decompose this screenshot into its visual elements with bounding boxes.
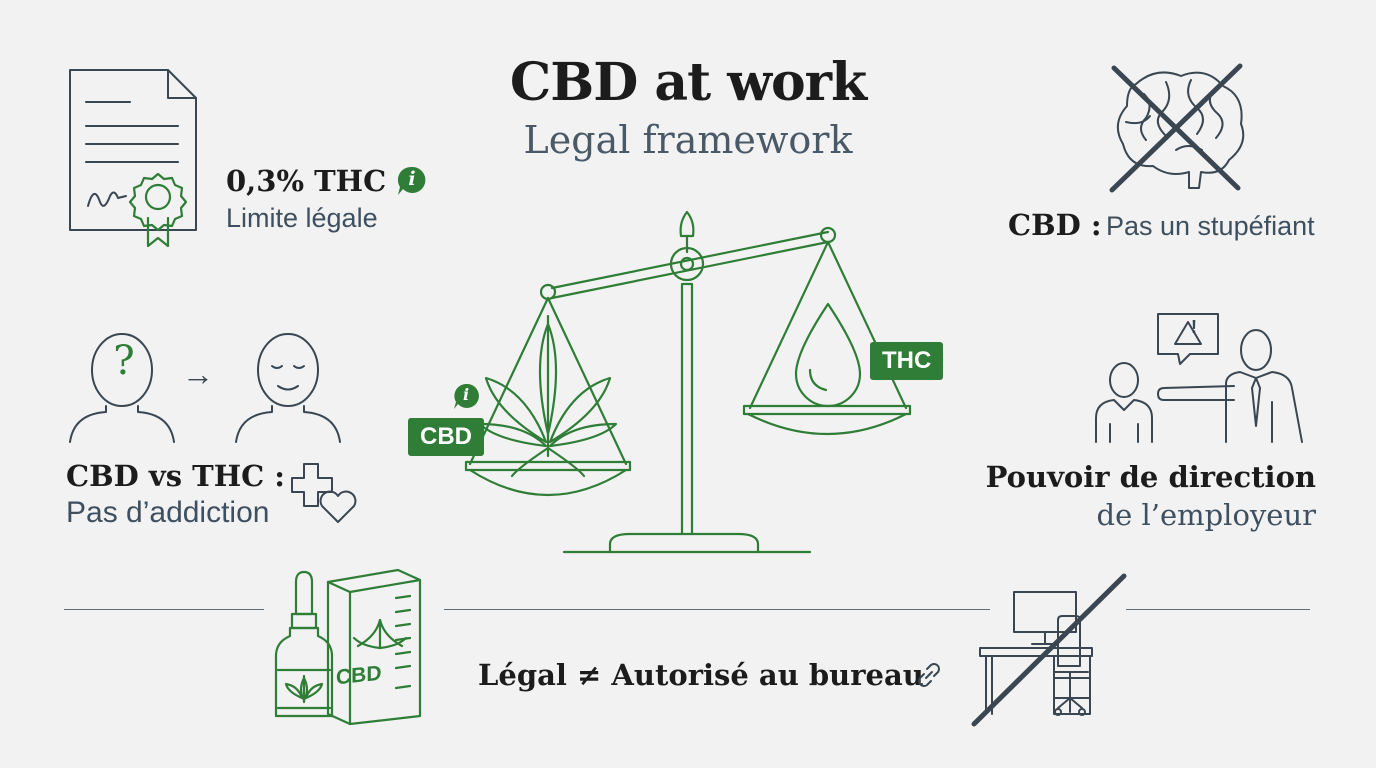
scale-info-glyph: i	[462, 385, 470, 404]
person-question-icon	[69, 333, 175, 443]
brain-crossed-icon	[1109, 63, 1245, 193]
thc-tag: THC	[870, 342, 944, 380]
info-icon[interactable]: i	[396, 165, 428, 197]
scale-info-icon[interactable]: i	[452, 382, 480, 410]
cbd-product-icon	[274, 568, 422, 726]
question-glyph: ?	[113, 338, 135, 384]
thc-limit-label: Limite légale	[226, 203, 378, 233]
addiction-bold: CBD vs THC :	[66, 459, 285, 493]
narcotic-text: Pas un stupéfiant	[1106, 211, 1315, 241]
certificate-document-icon	[69, 69, 197, 248]
divider-left	[64, 609, 264, 610]
office-desk-crossed-icon	[971, 573, 1127, 727]
link-icon	[918, 663, 940, 687]
health-cross-heart-icon	[291, 463, 357, 523]
narcotic-statement: CBD : Pas un stupéfiant	[1008, 208, 1315, 242]
office-statement: Légal ≠ Autorisé au bureau	[478, 658, 924, 692]
balance-scale-illustration	[464, 210, 912, 554]
page-subtitle: Legal framework	[523, 118, 853, 162]
divider-center	[444, 609, 990, 610]
person-calm-icon	[235, 333, 341, 443]
info-glyph: i	[408, 168, 416, 190]
page-title: CBD at work	[509, 52, 867, 113]
employer-pointing-icon	[1095, 313, 1303, 443]
cbd-tag: CBD	[408, 418, 484, 456]
warning-glyph: !	[1191, 317, 1197, 337]
product-box-label: CBD	[336, 661, 382, 690]
addiction-text: Pas d’addiction	[66, 496, 270, 529]
employer-text: de l’employeur	[1096, 498, 1316, 532]
employer-bold: Pouvoir de direction	[985, 460, 1316, 494]
divider-right	[1126, 609, 1310, 610]
thc-limit-value: 0,3% THC	[226, 164, 387, 198]
narcotic-bold: CBD :	[1008, 208, 1102, 242]
arrow-glyph: →	[182, 356, 214, 392]
